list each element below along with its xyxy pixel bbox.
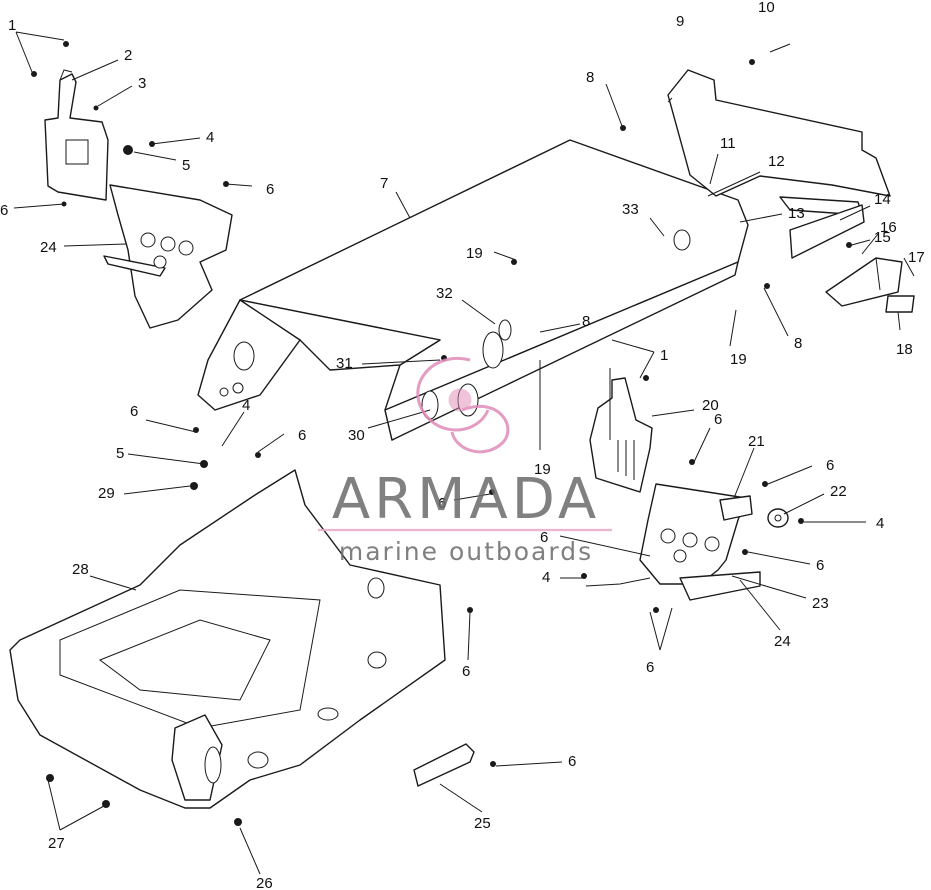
callout-19: 19 [466, 245, 483, 262]
callout-22: 22 [830, 483, 847, 500]
part-bracket-20 [589, 368, 653, 493]
callout-17: 17 [908, 249, 925, 266]
callout-24: 24 [40, 239, 57, 256]
part-bracket-left-24 [103, 184, 233, 329]
leader-lines [13, 31, 915, 875]
callout-7: 7 [380, 175, 388, 192]
watermark-brand: ARMADA [332, 467, 600, 532]
callout-8: 8 [582, 313, 590, 330]
callout-24: 24 [774, 633, 791, 650]
callout-14: 14 [874, 191, 891, 208]
callout-11: 11 [720, 135, 736, 152]
part-rail-14 [779, 196, 865, 259]
callout-20: 20 [702, 397, 719, 414]
part-bracket-upper-left [31, 41, 109, 207]
callout-10: 10 [758, 0, 775, 16]
callout-33: 33 [622, 201, 639, 218]
callout-25: 25 [474, 815, 491, 832]
callout-4: 4 [206, 129, 214, 146]
callout-8: 8 [586, 69, 594, 86]
callout-6: 6 [540, 529, 548, 546]
callout-6: 6 [130, 403, 138, 420]
callout-5: 5 [182, 157, 190, 174]
callout-28: 28 [72, 561, 89, 578]
callout-19: 19 [730, 351, 747, 368]
part-bulkhead-28 [9, 469, 446, 826]
callout-9: 9 [676, 13, 684, 30]
part-bracket-right-24 [639, 483, 761, 601]
armada-logo-icon [416, 357, 510, 454]
part-tunnel-7 [197, 139, 749, 441]
callout-1: 1 [660, 347, 668, 364]
callout-6: 6 [438, 495, 446, 512]
part-bracket-25 [413, 743, 475, 787]
callout-18: 18 [896, 341, 913, 358]
callout-29: 29 [98, 485, 115, 502]
part-block-16 [825, 257, 915, 313]
callout-23: 23 [812, 595, 829, 612]
callout-21: 21 [748, 433, 765, 450]
callout-12: 12 [768, 153, 785, 170]
callout-4: 4 [542, 569, 550, 586]
callout-6: 6 [298, 427, 306, 444]
callout-6: 6 [568, 753, 576, 770]
callout-6: 6 [438, 495, 446, 512]
callout-6: 6 [646, 659, 654, 676]
callout-6: 6 [714, 411, 722, 428]
callout-6: 6 [826, 457, 834, 474]
callout-6: 6 [266, 181, 274, 198]
callout-31: 31 [336, 355, 353, 372]
callout-16: 16 [880, 219, 897, 236]
callout-6: 6 [462, 663, 470, 680]
callout-5: 5 [116, 445, 124, 462]
callout-32: 32 [436, 285, 453, 302]
callout-13: 13 [788, 205, 805, 222]
part-21-22 [719, 495, 789, 528]
callout-30: 30 [348, 427, 365, 444]
part-rear-plate-9 [667, 69, 891, 197]
callout-1: 1 [8, 17, 16, 34]
armada-watermark: ARMADA marine outboards [318, 357, 612, 566]
callout-6: 6 [0, 202, 8, 219]
callout-4: 4 [876, 515, 884, 532]
callout-15: 15 [874, 229, 891, 246]
watermark-tagline: marine outboards [339, 537, 593, 566]
callout-2: 2 [124, 47, 132, 64]
callout-26: 26 [256, 875, 273, 890]
callout-19: 19 [534, 461, 551, 478]
callout-4: 4 [242, 397, 250, 414]
callout-8: 8 [794, 335, 802, 352]
callout-3: 3 [138, 75, 146, 92]
callout-27: 27 [48, 835, 65, 852]
callout-6: 6 [816, 557, 824, 574]
